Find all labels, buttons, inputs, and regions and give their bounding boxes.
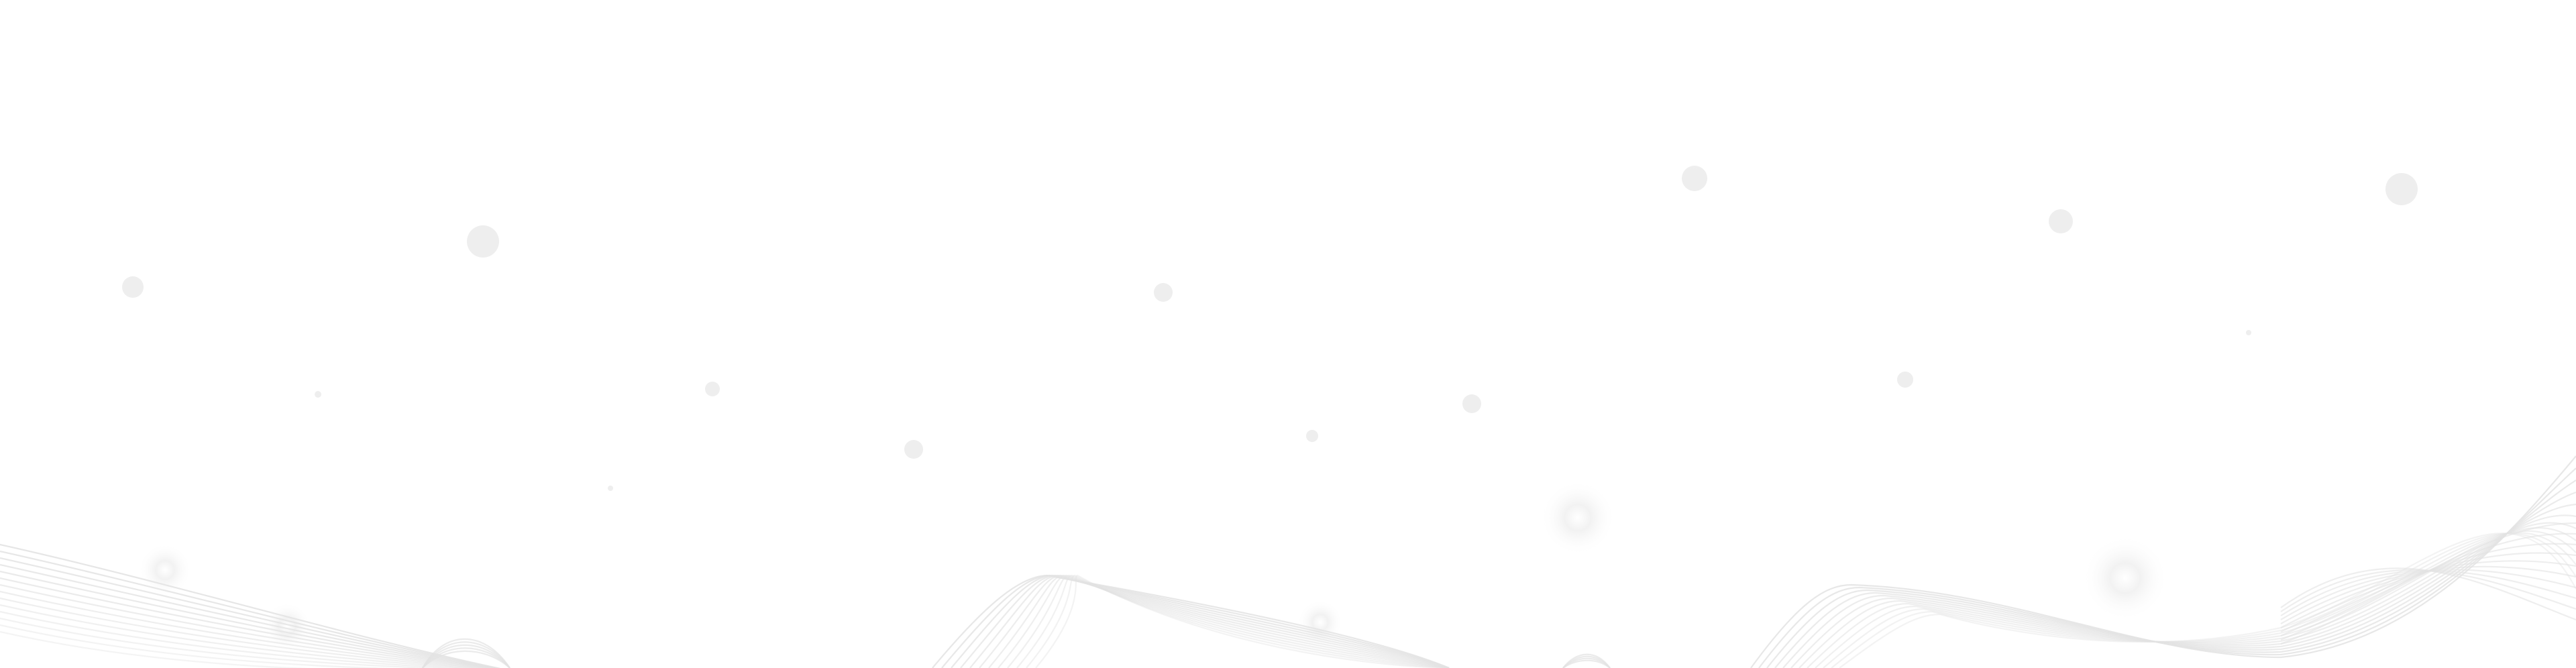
wave-line xyxy=(1823,532,2576,668)
wave-line xyxy=(988,574,1450,668)
wave-line xyxy=(1016,574,1450,668)
wave-line xyxy=(422,641,511,668)
wave-line xyxy=(1035,574,1450,668)
wave-line xyxy=(0,624,396,668)
pin-dot xyxy=(2385,173,2418,205)
pin-dot xyxy=(1154,283,1173,302)
wave-line xyxy=(422,647,511,668)
pin-dot xyxy=(2246,330,2251,335)
pin-dot xyxy=(1306,430,1318,442)
pin-dot xyxy=(904,440,923,459)
wave-line xyxy=(1831,533,2576,668)
pin-dot xyxy=(467,225,499,258)
wave-line xyxy=(2280,543,2576,637)
wave-line xyxy=(0,550,500,668)
pin-dot xyxy=(122,276,144,298)
pin-dot xyxy=(315,391,321,398)
wave-line xyxy=(1562,653,1611,668)
wave-line xyxy=(422,638,511,668)
soft-glows xyxy=(138,480,2168,651)
wave-line xyxy=(0,570,497,668)
glow-spot xyxy=(1540,480,1615,555)
pin-dot xyxy=(705,382,720,396)
wave-line xyxy=(969,574,1450,668)
wave-line xyxy=(0,583,492,668)
wave-line xyxy=(0,590,490,668)
wave-line xyxy=(951,574,1450,668)
pin-dot xyxy=(2049,209,2073,233)
wave-line xyxy=(941,574,1450,668)
wave-line xyxy=(0,563,498,668)
wave-line xyxy=(1007,574,1450,668)
wave-line xyxy=(1026,574,1450,668)
wave-line xyxy=(422,650,511,668)
wave-line xyxy=(998,574,1450,668)
wave-line xyxy=(979,574,1450,668)
pin-dot xyxy=(1897,372,1913,388)
wave-line xyxy=(0,604,478,668)
glow-spot xyxy=(138,543,192,597)
pin-dot xyxy=(1462,394,1481,413)
wave-mesh xyxy=(0,455,2576,668)
wave-line xyxy=(1815,530,2576,668)
wave-line xyxy=(932,574,1450,668)
wave-line xyxy=(0,630,311,668)
wave-line xyxy=(1839,533,2576,668)
pin-dot xyxy=(1682,166,1707,191)
wave-line xyxy=(2280,567,2576,621)
wave-line xyxy=(422,644,511,668)
wave-line xyxy=(0,597,485,668)
pin-stems xyxy=(122,166,2418,668)
wave-line xyxy=(0,543,501,668)
wave-line xyxy=(0,610,468,668)
wave-line xyxy=(960,574,1450,668)
wave-line xyxy=(0,617,445,668)
wave-line xyxy=(0,577,495,668)
glow-spot xyxy=(2082,535,2168,621)
pin-dot xyxy=(608,486,613,491)
wave-line xyxy=(0,557,499,668)
